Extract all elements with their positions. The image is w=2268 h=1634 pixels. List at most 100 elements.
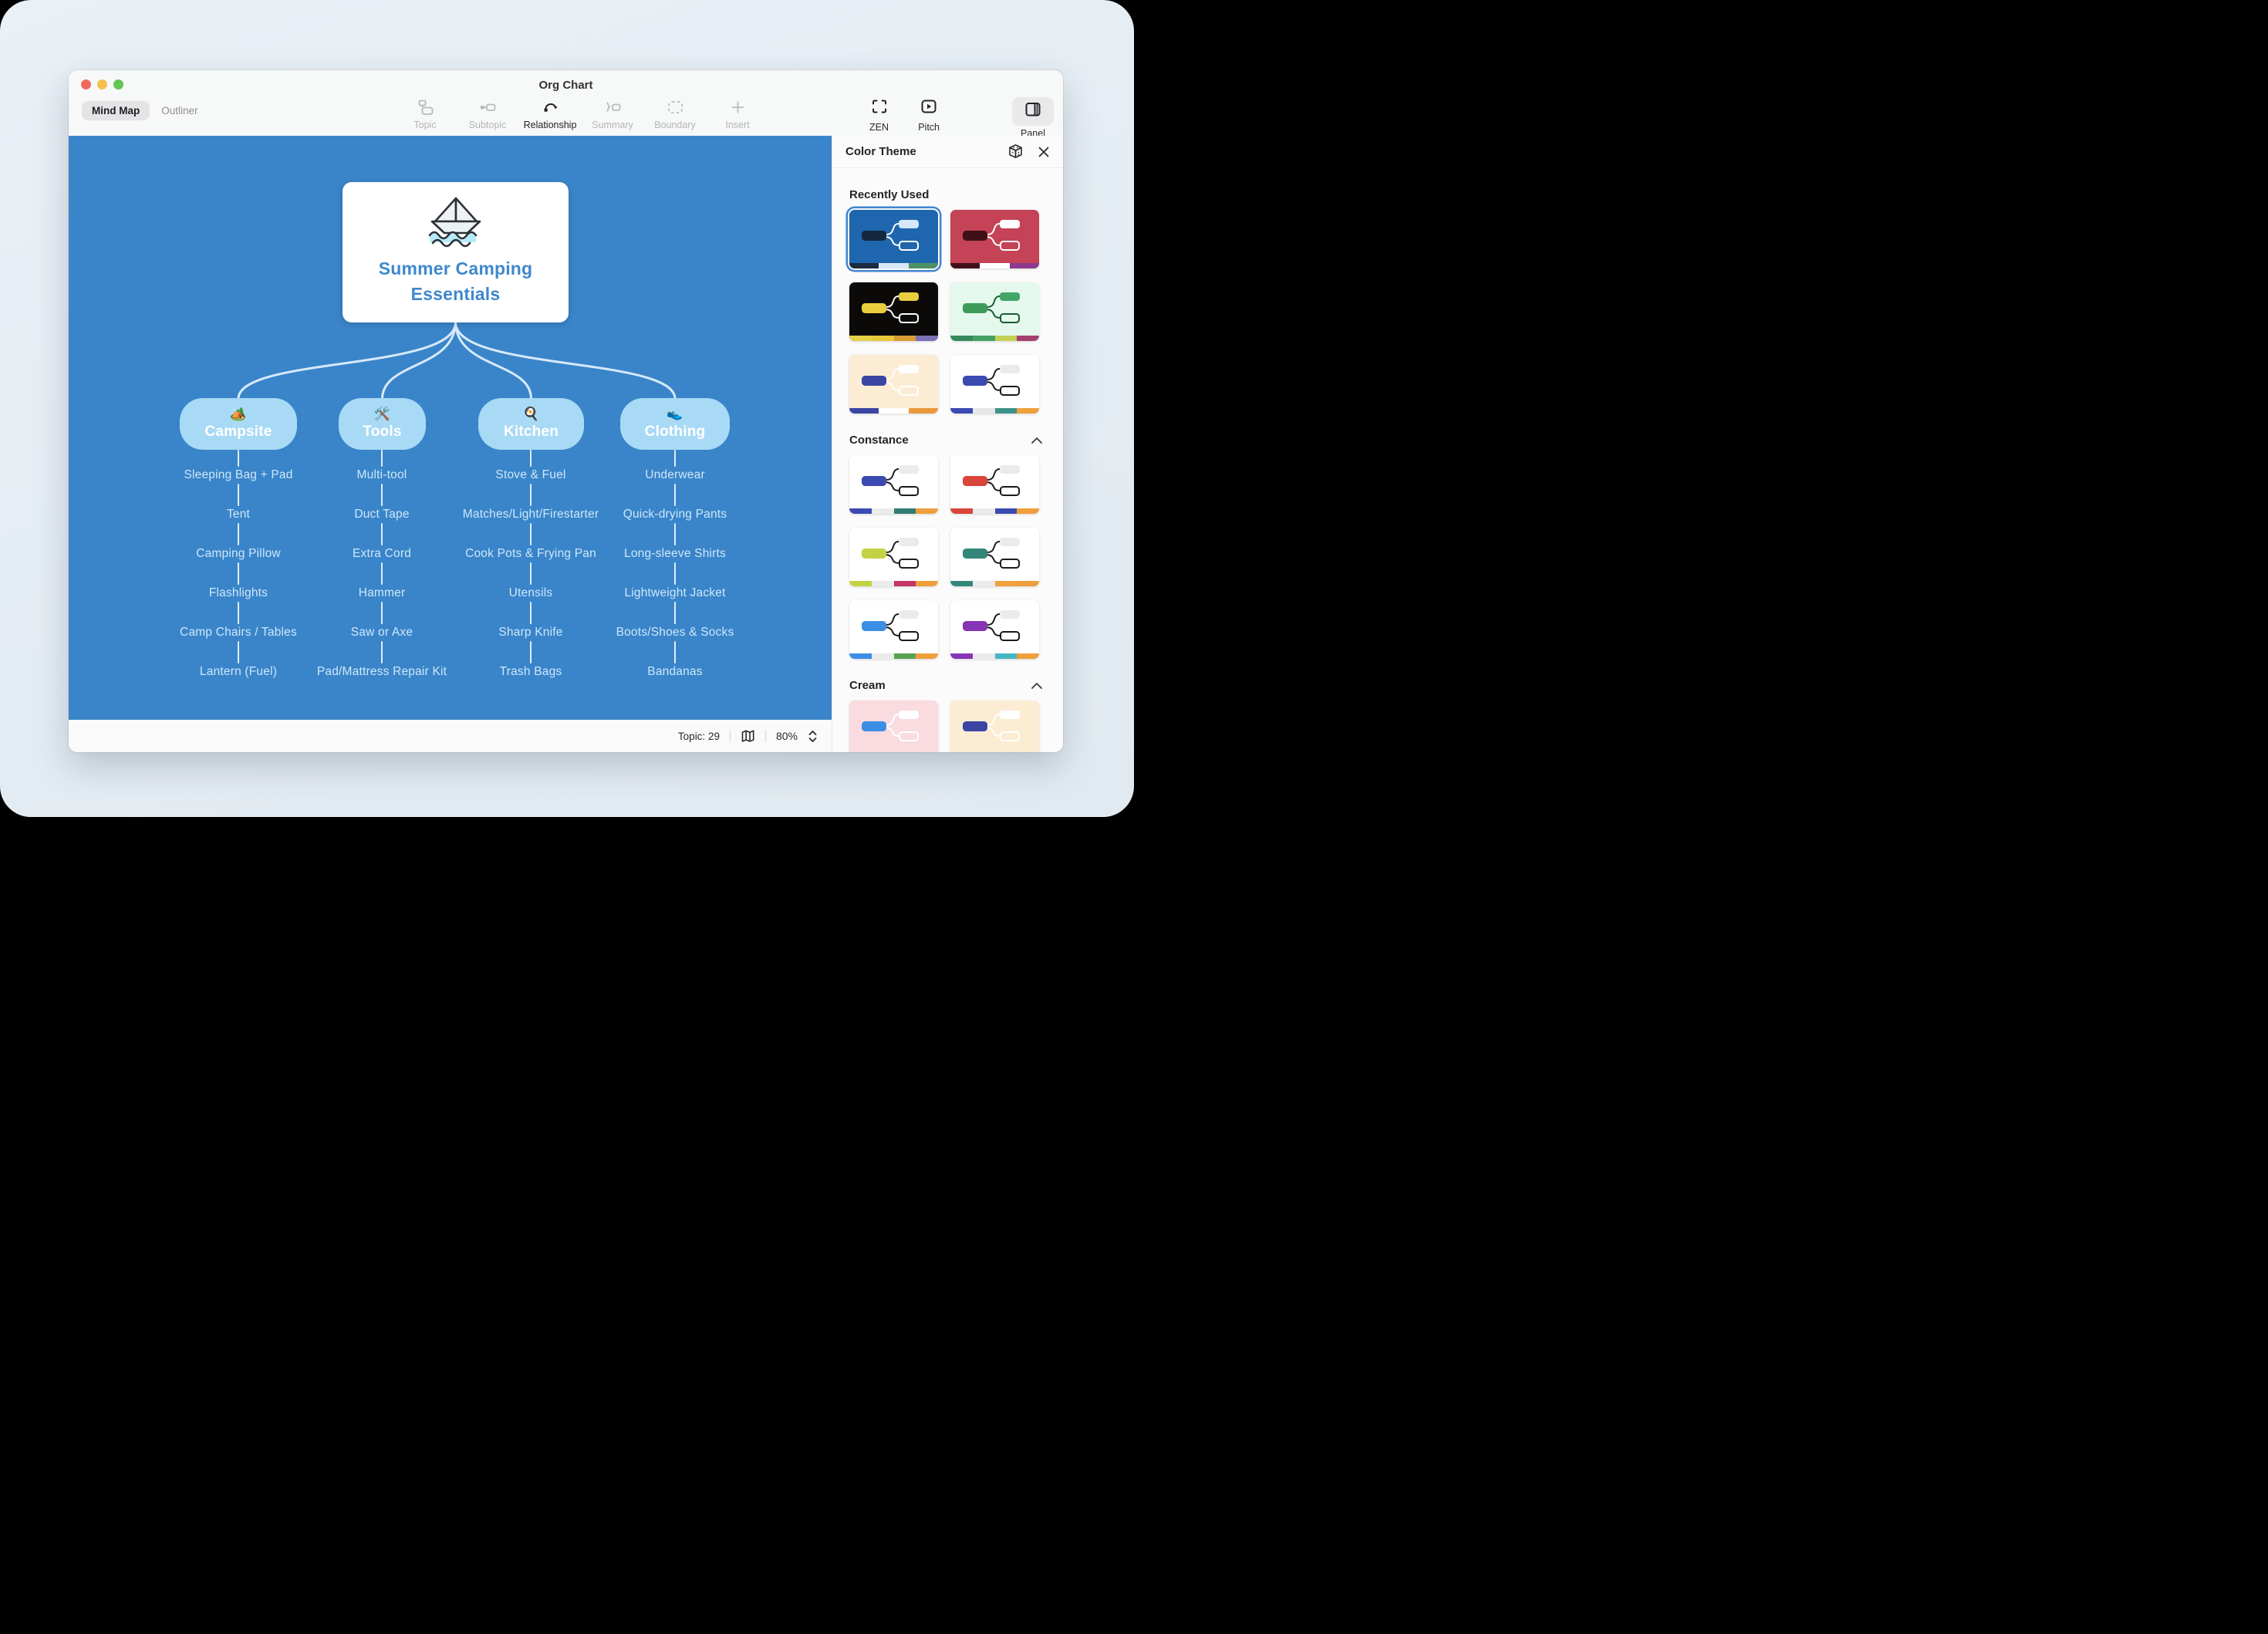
topic-node[interactable]: Long-sleeve Shirts — [624, 547, 726, 560]
zoom-stepper[interactable] — [808, 729, 818, 744]
summary-button[interactable]: Summary — [587, 97, 638, 130]
map-overview-button[interactable] — [741, 729, 755, 744]
randomize-theme-button[interactable] — [1007, 143, 1024, 160]
chevron-up-icon[interactable] — [1031, 682, 1043, 690]
topic-node[interactable]: Matches/Light/Firestarter — [462, 508, 599, 521]
view-tabs: Mind Map Outliner — [82, 101, 198, 120]
theme-card[interactable] — [849, 528, 938, 586]
zen-button[interactable]: ZEN — [869, 97, 889, 133]
central-topic-title: Summer Camping Essentials — [378, 258, 533, 305]
topic-node[interactable]: Hammer — [358, 586, 406, 599]
chevron-up-icon[interactable] — [1031, 437, 1043, 444]
dice-icon — [1009, 143, 1022, 159]
topic-node[interactable]: Multi-tool — [356, 468, 407, 481]
cream-grid — [849, 701, 1063, 752]
boundary-button[interactable]: Boundary — [650, 97, 700, 130]
topic-node[interactable]: Tent — [226, 508, 251, 521]
theme-card[interactable] — [950, 455, 1039, 514]
connector-line — [673, 641, 677, 663]
connector-line — [237, 523, 240, 545]
topic-node[interactable]: Saw or Axe — [350, 626, 413, 639]
tab-mind-map[interactable]: Mind Map — [82, 101, 150, 120]
theme-card[interactable] — [950, 355, 1039, 414]
color-theme-panel: Color Theme — [832, 136, 1063, 752]
theme-card[interactable] — [950, 282, 1039, 341]
theme-card[interactable] — [950, 210, 1039, 268]
topic-node[interactable]: Sleeping Bag + Pad — [184, 468, 293, 481]
topic-node[interactable]: Extra Cord — [352, 547, 412, 560]
connector-line — [673, 562, 677, 585]
close-window-button[interactable] — [81, 79, 91, 89]
section-recently-used: Recently Used — [849, 188, 930, 201]
connector-line — [237, 602, 240, 624]
topic-node[interactable]: Flashlights — [208, 586, 268, 599]
panel-header: Color Theme — [832, 136, 1063, 168]
topic-node[interactable]: Boots/Shoes & Socks — [616, 626, 734, 639]
topic-node[interactable]: Lantern (Fuel) — [199, 665, 278, 678]
theme-card[interactable] — [950, 701, 1039, 752]
insert-button[interactable]: Insert — [712, 97, 763, 130]
topic-node[interactable]: Stove & Fuel — [495, 468, 566, 481]
connector-line — [237, 641, 240, 663]
topic-button[interactable]: Topic — [400, 97, 451, 130]
connector-line — [529, 641, 532, 663]
topic-node[interactable]: Pad/Mattress Repair Kit — [316, 665, 447, 678]
campsite-items: Sleeping Bag + Pad Tent Camping Pillow F… — [146, 450, 331, 680]
clothing-emoji-icon: 👟 — [667, 407, 683, 421]
branch-clothing[interactable]: 👟 Clothing — [620, 398, 730, 450]
chevron-up-down-icon — [808, 730, 817, 742]
zoom-window-button[interactable] — [113, 79, 123, 89]
topic-node[interactable]: Quick-drying Pants — [623, 508, 727, 521]
topic-node[interactable]: Trash Bags — [499, 665, 562, 678]
theme-card[interactable] — [849, 282, 938, 341]
topic-node[interactable]: Camping Pillow — [196, 547, 281, 560]
close-panel-button[interactable] — [1038, 146, 1050, 158]
mindmap-canvas[interactable]: Summer Camping Essentials 🏕️ Campsite 🛠️… — [69, 136, 832, 720]
topic-node[interactable]: Bandanas — [647, 665, 703, 678]
play-icon — [920, 97, 938, 120]
central-topic[interactable]: Summer Camping Essentials — [343, 182, 569, 322]
subtopic-button[interactable]: Subtopic — [462, 97, 513, 130]
connector-line — [529, 450, 532, 467]
theme-card[interactable] — [849, 210, 938, 268]
tools-emoji-icon: 🛠️ — [373, 407, 391, 421]
topic-node[interactable]: Lightweight Jacket — [624, 586, 726, 599]
theme-card[interactable] — [849, 355, 938, 414]
section-constance[interactable]: Constance — [849, 434, 1063, 447]
relationship-icon — [540, 97, 560, 117]
plus-icon — [727, 97, 748, 117]
zoom-level: 80% — [775, 730, 798, 742]
theme-card[interactable] — [849, 600, 938, 659]
recently-used-grid — [849, 210, 1063, 414]
theme-card[interactable] — [950, 528, 1039, 586]
summary-icon — [602, 97, 623, 117]
topic-node[interactable]: Duct Tape — [354, 508, 410, 521]
panel-toggle-button[interactable]: Panel — [1012, 97, 1054, 139]
connector-line — [380, 523, 383, 545]
topic-node[interactable]: Sharp Knife — [498, 626, 563, 639]
branch-tools[interactable]: 🛠️ Tools — [339, 398, 426, 450]
theme-card[interactable] — [849, 701, 938, 752]
topic-node[interactable]: Underwear — [645, 468, 705, 481]
minimize-window-button[interactable] — [97, 79, 107, 89]
branch-campsite[interactable]: 🏕️ Campsite — [180, 398, 297, 450]
branch-kitchen[interactable]: 🍳 Kitchen — [478, 398, 584, 450]
pitch-button[interactable]: Pitch — [918, 97, 940, 133]
topic-node[interactable]: Utensils — [508, 586, 553, 599]
theme-card[interactable] — [849, 455, 938, 514]
topic-icon — [415, 97, 435, 117]
statusbar: Topic: 29 80% — [69, 720, 832, 752]
connector-line — [529, 523, 532, 545]
topic-node[interactable]: Camp Chairs / Tables — [180, 626, 297, 639]
connector-line — [673, 484, 677, 506]
tab-outliner[interactable]: Outliner — [161, 105, 198, 116]
relationship-button[interactable]: Relationship — [524, 97, 576, 130]
campsite-emoji-icon: 🏕️ — [230, 407, 247, 421]
theme-card[interactable] — [950, 600, 1039, 659]
topic-node[interactable]: Cook Pots & Frying Pan — [465, 547, 596, 560]
kitchen-items: Stove & Fuel Matches/Light/Firestarter C… — [438, 450, 623, 680]
paper-boat-icon — [428, 197, 481, 248]
section-cream[interactable]: Cream — [849, 679, 1063, 692]
zen-icon — [870, 97, 889, 120]
panel-title: Color Theme — [845, 145, 916, 158]
